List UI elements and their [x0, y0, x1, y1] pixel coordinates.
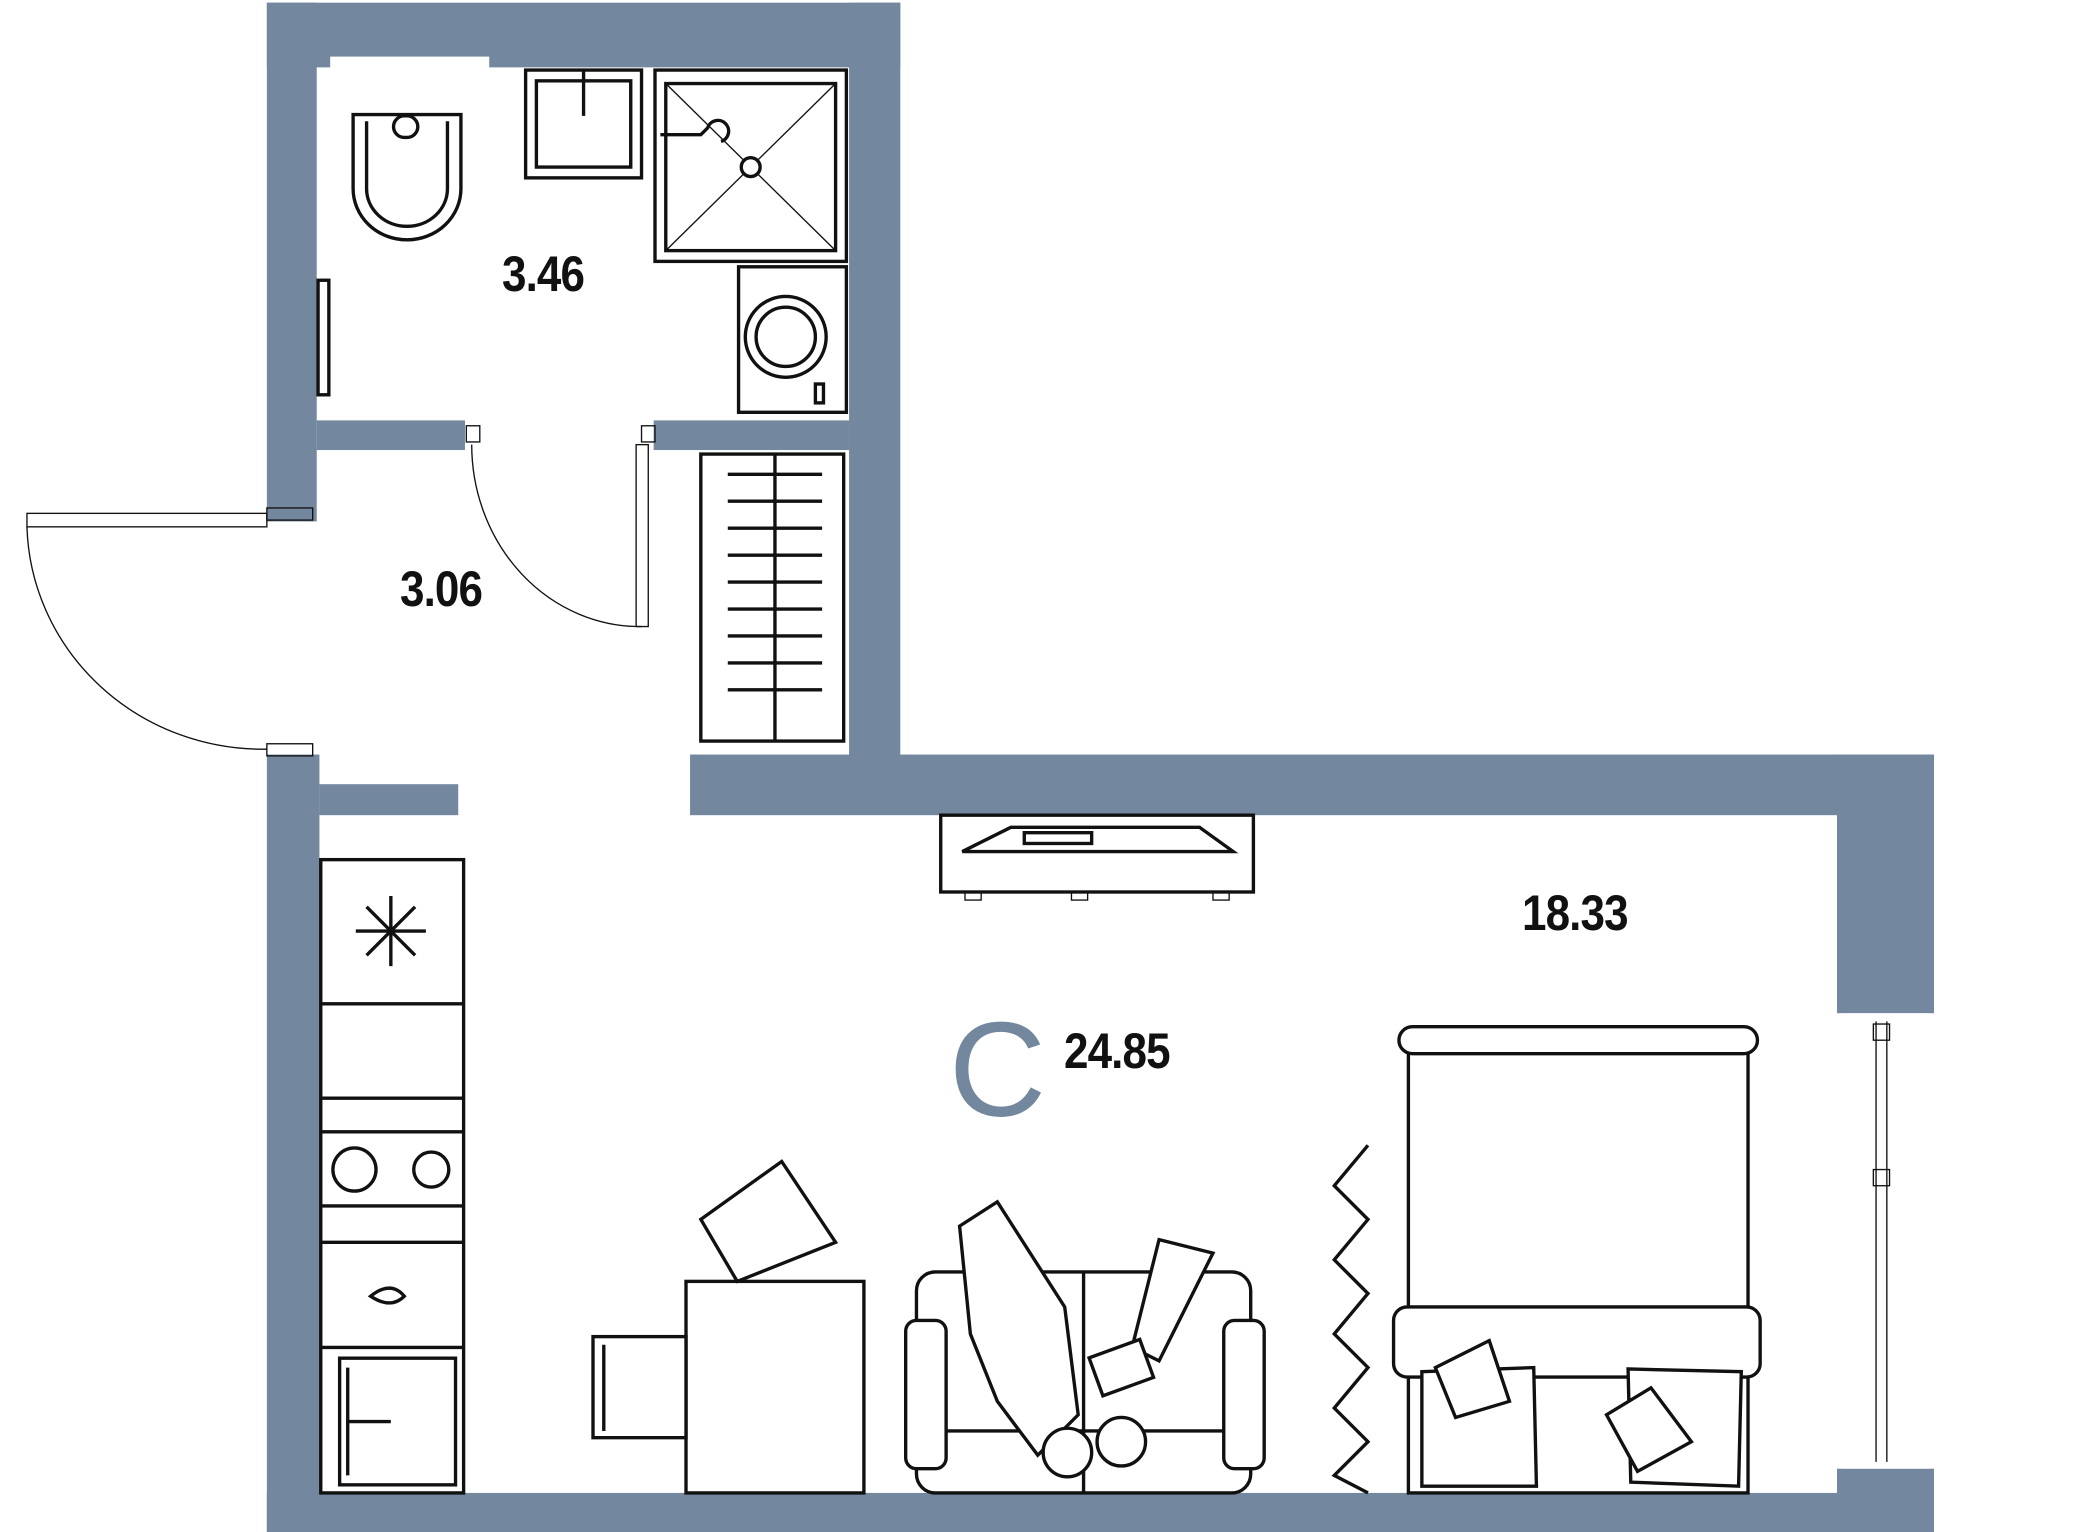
bathroom-door [465, 425, 656, 628]
area-label-bathroom: 3.46 [502, 246, 585, 302]
people-on-sofa [957, 1199, 1216, 1479]
window-room [1841, 1013, 1930, 1469]
area-label-living: 24.85 [1064, 1023, 1171, 1079]
snowflake-icon [355, 896, 426, 967]
entrance-door [26, 507, 314, 757]
sink [523, 68, 644, 180]
towel-rail [316, 278, 331, 397]
bed [1391, 1025, 1762, 1495]
shower [653, 68, 849, 264]
studio-letter: С [949, 994, 1046, 1145]
area-label-sleeping: 18.33 [1522, 885, 1629, 941]
walls [266, 2, 1935, 1532]
tv-stand [939, 813, 1256, 901]
toilet [351, 112, 463, 242]
wardrobe [699, 452, 846, 743]
washing-machine [736, 265, 849, 414]
area-label-hallway: 3.06 [400, 561, 483, 617]
desk [684, 1279, 866, 1495]
zigzag-partition [1331, 1144, 1371, 1495]
window-bathroom [330, 56, 490, 92]
chair [591, 1159, 839, 1440]
